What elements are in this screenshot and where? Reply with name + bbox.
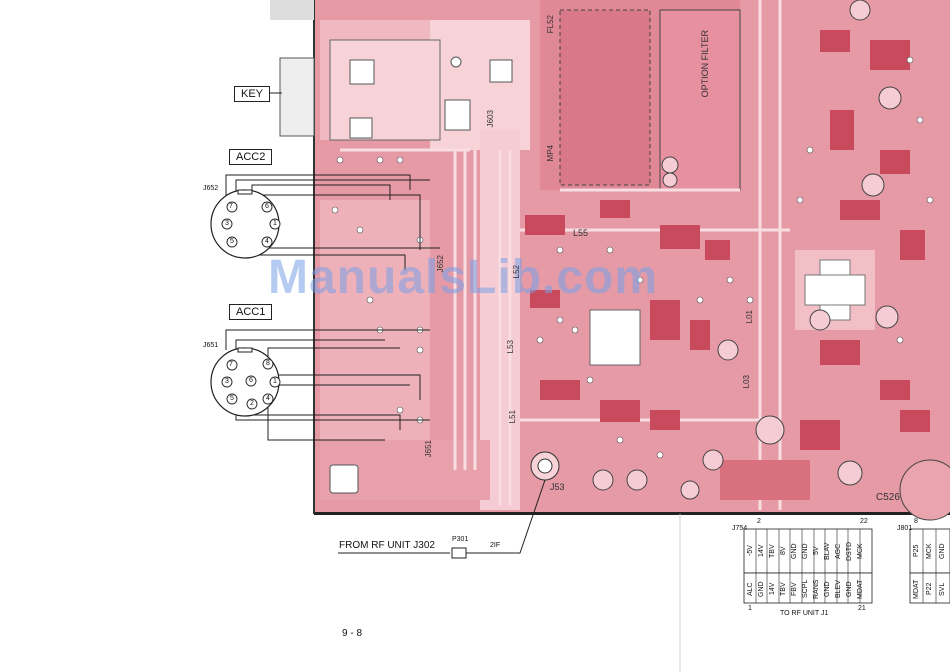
j801-bottom-pin: P22	[926, 582, 933, 596]
mp4-label: MP4	[546, 145, 555, 162]
j754-bottom-pin: ALC	[747, 582, 754, 596]
j754-pin-top-right: 22	[860, 518, 868, 525]
acc1-pin: 4	[266, 395, 270, 402]
j754-pin-top-left: 2	[757, 518, 761, 525]
j651-ref: J651	[203, 342, 219, 349]
j754-bottom-pin: MDAT	[857, 579, 864, 599]
j652-board-label: J652	[436, 255, 445, 273]
l03-label: L03	[742, 375, 751, 389]
key-label: KEY	[234, 86, 271, 102]
j754-bottom-pin: GND	[758, 581, 765, 597]
j754-top-pin: MCK	[857, 543, 864, 559]
j754-bottom-pin: GND	[846, 581, 853, 597]
acc1-pin: 3	[225, 378, 229, 385]
j754-pin-bottom-left: 1	[748, 605, 752, 612]
j754-top-pin: AGC	[835, 543, 842, 559]
l55-label: L55	[573, 228, 589, 238]
j754-top-pin: 8V	[780, 546, 787, 556]
acc1-din-connector	[210, 347, 280, 417]
j754-bottom-pin: 14V	[769, 582, 776, 596]
j754-top-pin: GND	[802, 543, 809, 559]
j754-bottom-pin: BLEV	[835, 580, 842, 598]
l01-label: L01	[745, 310, 754, 324]
j801-top-pin: P25	[913, 544, 920, 558]
j754-pin-bottom-right: 21	[858, 605, 866, 612]
j801-top-pin: GND	[939, 543, 946, 559]
acc2-pin: 4	[265, 238, 269, 245]
l53-label: L53	[506, 340, 515, 354]
j754-top-pin: BLAV	[824, 542, 831, 560]
j754-top-pin: TBV	[769, 544, 776, 558]
l51-label: L51	[508, 410, 517, 424]
acc1-pin: 6	[249, 377, 253, 384]
page-number: 9 - 8	[342, 628, 363, 639]
j53-label: J53	[550, 482, 565, 492]
j754-top-pin: 5V	[813, 546, 820, 556]
j801-top-pin: MCK	[926, 543, 933, 559]
to-rf-label: TO RF UNIT J1	[780, 610, 829, 617]
j603-label: J603	[486, 110, 495, 128]
j801-bottom-pin: MDAT	[913, 579, 920, 599]
j754-bottom-pin: SCPL	[802, 579, 809, 599]
acc2-din-connector	[210, 189, 280, 259]
acc2-pin: 5	[230, 238, 234, 245]
option-filter-label: OPTION FILTER	[700, 30, 710, 98]
j801-bottom-row: MDAT P22 SVL	[911, 576, 950, 602]
acc1-pin: 8	[266, 360, 270, 367]
j754-top-pin: GND	[791, 543, 798, 559]
twoif-label: 2IF	[490, 542, 501, 549]
p301-label: P301	[452, 536, 469, 543]
acc1-pin: 7	[229, 361, 233, 368]
j652-ref: J652	[203, 185, 219, 192]
j801-label: J801	[897, 525, 913, 532]
j754-top-row: -5V 14V TBV 8V GND GND 5V BLAV AGC DSTD …	[745, 534, 866, 568]
j801-pin-top: 8	[914, 518, 918, 525]
acc2-label: ACC2	[229, 149, 273, 165]
from-rf-label: FROM RF UNIT J302	[339, 540, 435, 551]
j754-top-pin: -5V	[747, 545, 754, 557]
watermark: ManualsLib.com	[268, 251, 659, 304]
acc1-pin: 2	[250, 400, 254, 407]
c526-label: C526	[876, 492, 900, 503]
j754-bottom-pin: GND	[824, 581, 831, 597]
j754-bottom-pin: FBV	[791, 582, 798, 596]
acc1-pin: 5	[230, 395, 234, 402]
j754-bottom-pin: TBV	[780, 582, 787, 596]
acc1-label: ACC1	[229, 304, 273, 320]
j754-label: J754	[732, 525, 748, 532]
acc2-pin: 1	[273, 220, 277, 227]
acc2-pin: 6	[265, 203, 269, 210]
l52-label: L52	[512, 265, 521, 279]
acc1-pin: 1	[273, 378, 277, 385]
j754-bottom-pin: RANS	[813, 579, 820, 599]
acc2-pin: 3	[225, 220, 229, 227]
j754-bottom-row: ALC GND 14V TBV FBV SCPL RANS GND BLEV G…	[745, 576, 866, 602]
j801-bottom-pin: SVL	[939, 582, 946, 596]
j754-top-pin: 14V	[758, 544, 765, 558]
j801-top-row: P25 MCK GND	[911, 534, 950, 568]
acc2-pin: 7	[229, 203, 233, 210]
j651-board-label: J651	[424, 440, 433, 458]
fl52-label: FL52	[546, 15, 555, 34]
j754-top-pin: DSTD	[846, 541, 853, 561]
